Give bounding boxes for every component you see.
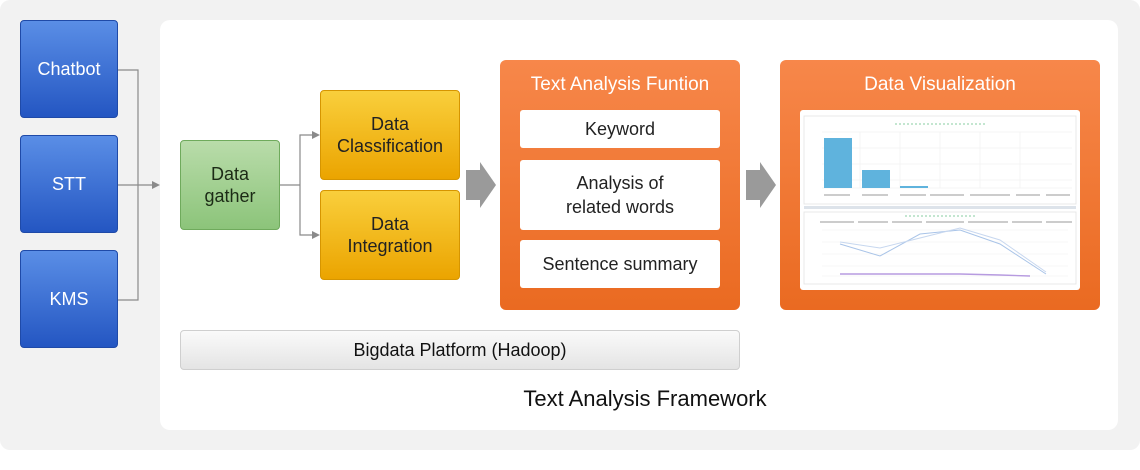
data-classification-box: Data Classification (320, 90, 460, 180)
data-visualization-panel: Data Visualization (780, 60, 1100, 310)
visualization-thumbnail (800, 110, 1080, 290)
gather-split-line (299, 134, 318, 236)
data-integration-box: Data Integration (320, 190, 460, 280)
big-arrow-to-visualization-icon (746, 162, 776, 208)
text-analysis-panel: Text Analysis Funtion Keyword Analysis o… (500, 60, 740, 310)
source-chatbot: Chatbot (20, 20, 118, 118)
sentence-summary-box: Sentence summary (520, 240, 720, 288)
bigdata-platform-bar: Bigdata Platform (Hadoop) (180, 330, 740, 370)
keyword-box: Keyword (520, 110, 720, 148)
framework-caption: Text Analysis Framework (523, 386, 767, 411)
source-kms: KMS (20, 250, 118, 348)
data-gather-box: Data gather (180, 140, 280, 230)
arrowhead-classification (312, 131, 320, 139)
text-analysis-title: Text Analysis Funtion (530, 74, 710, 95)
arrowhead-gather (152, 181, 160, 189)
data-visualization-title: Data Visualization (864, 74, 1016, 95)
big-arrow-to-analysis-icon (466, 162, 496, 208)
source-stt: STT (20, 135, 118, 233)
related-words-box: Analysis of related words (520, 160, 720, 230)
dashboard-thumbnail-image (803, 115, 1077, 285)
arrowhead-integration (312, 231, 320, 239)
